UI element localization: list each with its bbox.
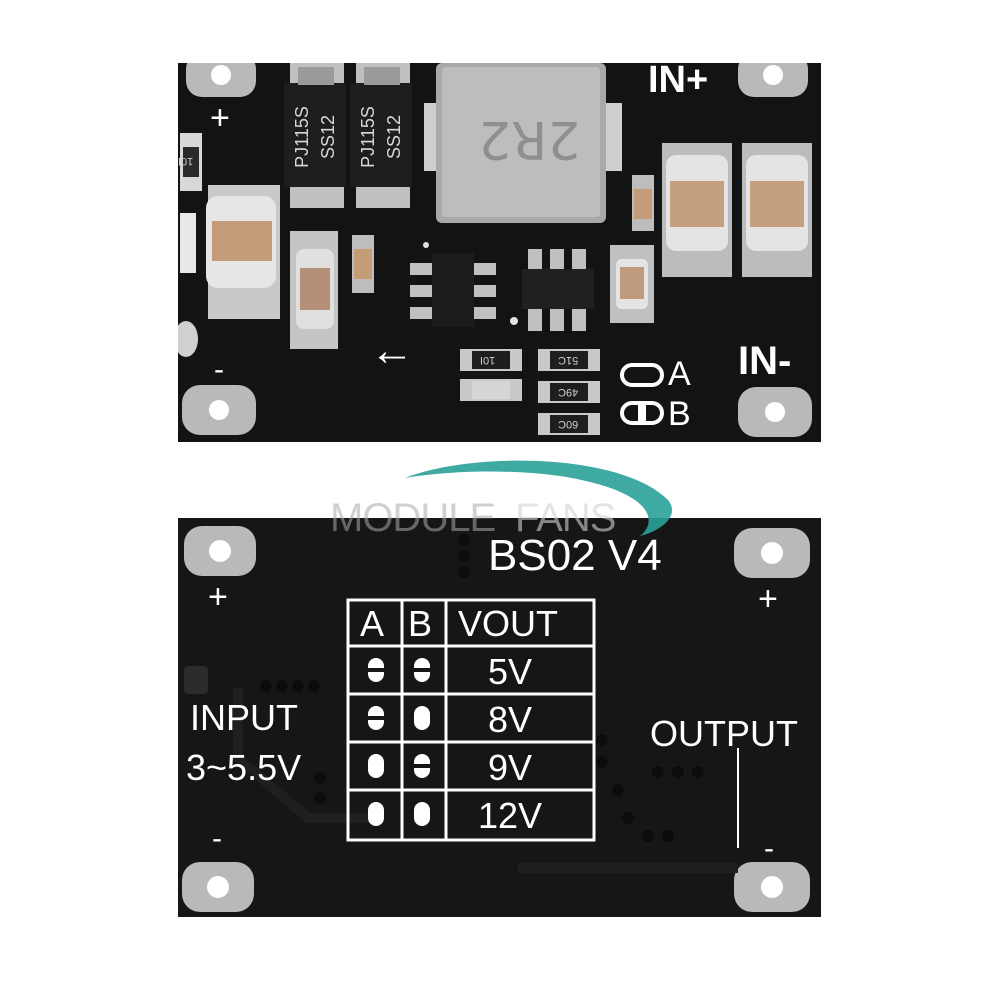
diode-2 <box>350 63 412 208</box>
mounting-hole-bottom-left <box>182 385 256 435</box>
diode-2-marking: PJ115S SS12 <box>358 106 404 168</box>
arrow-left-icon: ← <box>370 326 414 375</box>
resistor-3-marking: 51C <box>558 354 579 366</box>
silk-in-minus: IN- <box>738 339 792 383</box>
board-model: BS02 V4 <box>488 531 662 580</box>
output-label: OUTPUT <box>650 713 798 754</box>
mounting-hole-bottom-br <box>734 862 810 912</box>
silk-minus-left: - <box>212 822 222 855</box>
silk-plus-left: + <box>208 578 228 616</box>
inductor-2r2 <box>424 63 622 223</box>
ic-sot <box>410 253 496 327</box>
inductor-marking: 2R2 <box>478 109 581 169</box>
jumper-symbols <box>368 658 430 826</box>
mounting-hole-bottom-right <box>738 387 812 437</box>
silk-minus-right: - <box>764 832 774 865</box>
resistor-2-marking: 10I <box>480 354 496 366</box>
diode-1 <box>284 63 346 208</box>
table-vout-row-2: 8V <box>488 699 533 740</box>
pcb-bottom-artwork <box>182 526 810 912</box>
silk-plus-top: + <box>210 99 230 137</box>
table-header-a: A <box>360 603 385 644</box>
mounting-hole-top-right <box>738 63 808 97</box>
input-label: INPUT <box>190 697 298 738</box>
capacitor-left <box>206 185 280 319</box>
input-range-label: 3~5.5V <box>186 747 302 788</box>
table-vout-row-1: 5V <box>488 651 533 692</box>
watermark-text-right: FANS <box>515 496 616 540</box>
resistor-5-marking: 60C <box>558 418 579 430</box>
table-header-b: B <box>408 603 433 644</box>
silk-jumper-a: A <box>668 355 691 393</box>
pcb-bottom-side: BS02 V4 + + - - INPUT 3~5.5V OUTPUT A B … <box>178 518 821 917</box>
silk-jumper-b: B <box>668 395 691 433</box>
silk-minus-top: - <box>214 353 224 386</box>
silk-plus-right: + <box>758 580 778 618</box>
table-vout-row-3: 9V <box>488 747 533 788</box>
capacitor-input-1 <box>662 143 732 277</box>
capacitor-middle <box>290 231 338 349</box>
table-header-vout: VOUT <box>458 603 559 644</box>
capacitor-input-2 <box>742 143 812 277</box>
mounting-hole-top-left <box>186 63 256 97</box>
mounting-hole-bottom-bl <box>182 862 254 912</box>
resistor-4-marking: 49C <box>558 386 579 398</box>
watermark-text-left: MODULE <box>330 496 496 540</box>
resistor-1-marking: 10I <box>178 155 194 167</box>
pcb-top-artwork <box>178 63 812 437</box>
resistor-array <box>460 349 600 435</box>
ic-sot23 <box>522 249 594 331</box>
mounting-hole-bottom-tl <box>184 526 256 576</box>
mounting-hole-bottom-tr <box>734 528 810 578</box>
silk-in-plus: IN+ <box>648 59 709 101</box>
pcb-top-side: + - IN+ IN- A B ← PJ115S SS12 PJ115S SS1… <box>178 59 821 442</box>
jumper-table-grid <box>346 598 596 842</box>
table-vout-row-4: 12V <box>478 795 543 836</box>
